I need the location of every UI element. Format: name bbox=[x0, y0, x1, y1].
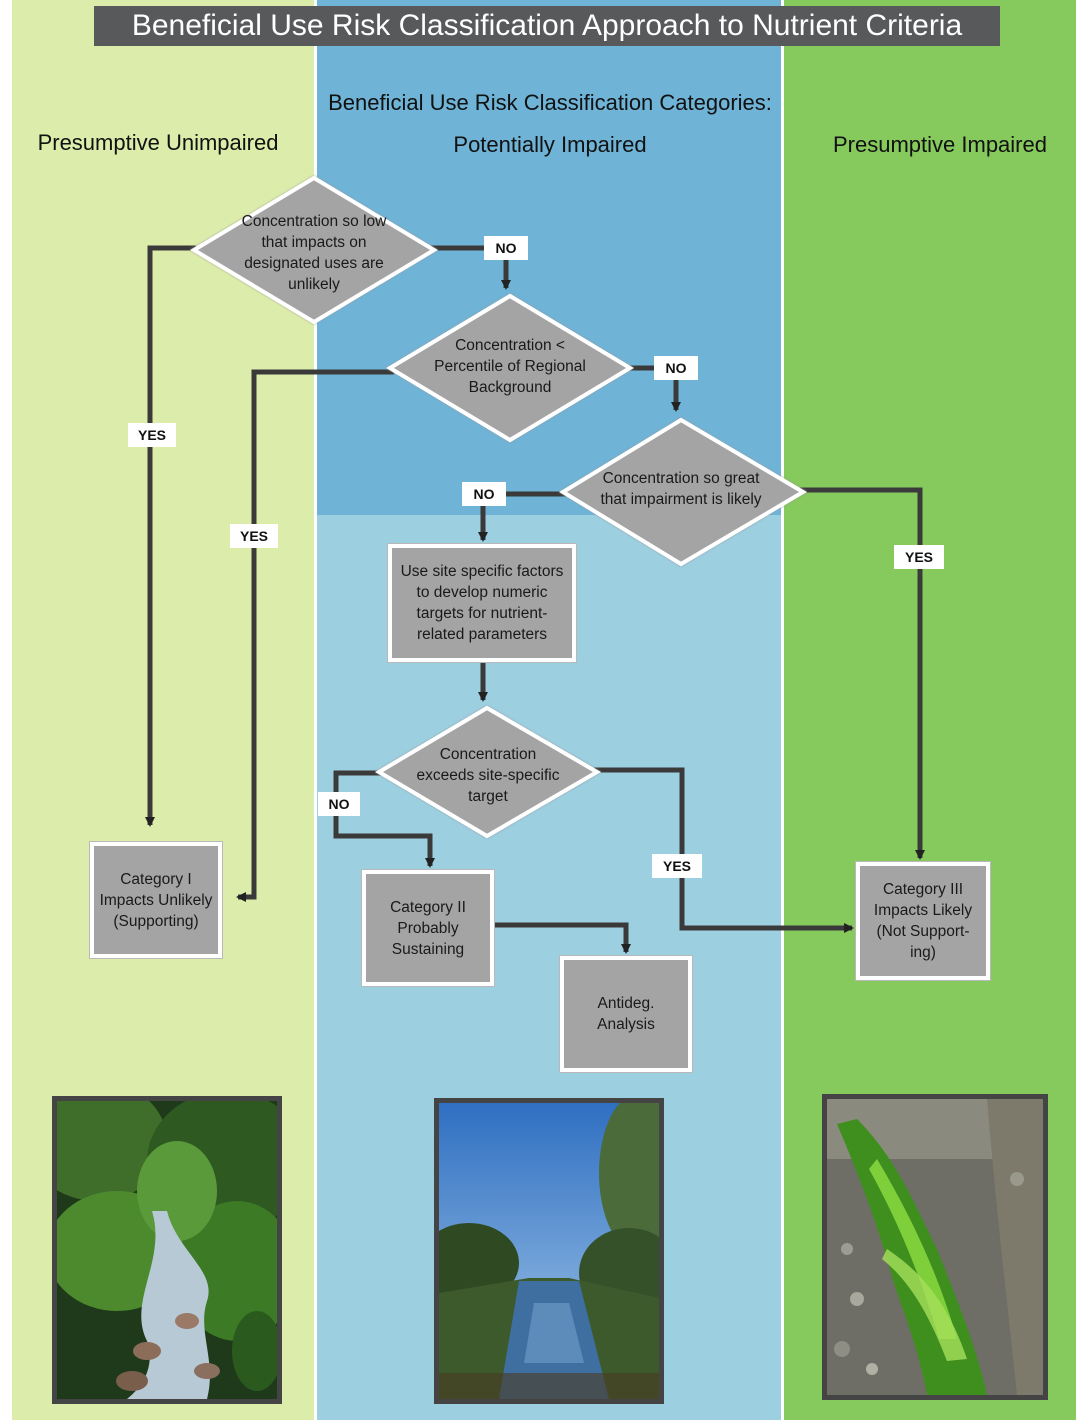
decision-diamond-site-specific-target bbox=[375, 705, 601, 839]
decision-diamond-impairment-likely bbox=[559, 417, 807, 567]
edge-label-yes: YES bbox=[652, 854, 702, 878]
decision-diamond-low-impact bbox=[190, 175, 438, 325]
edge-d4-yes bbox=[594, 767, 854, 933]
river-photo bbox=[434, 1098, 664, 1404]
antidegradation-analysis-box: Antideg. Analysis bbox=[560, 956, 692, 1072]
edge-d1-yes bbox=[145, 245, 196, 827]
edge-label-no: NO bbox=[318, 792, 360, 816]
edge-label-no: NO bbox=[484, 236, 528, 260]
column-header-middle: Potentially Impaired bbox=[453, 132, 647, 157]
mountain-stream-photo bbox=[52, 1096, 282, 1404]
edge-d3-yes bbox=[800, 487, 925, 860]
column-header-right: Presumptive Impaired bbox=[833, 132, 1047, 157]
algae-stream-photo bbox=[822, 1094, 1048, 1400]
edge-label-yes: YES bbox=[894, 545, 944, 569]
edge-label-yes: YES bbox=[230, 524, 278, 548]
column-divider bbox=[314, 0, 317, 1420]
categories-heading: Beneficial Use Risk Classification Categ… bbox=[328, 90, 772, 115]
category-3-box: Category III Impacts Likely (Not Support… bbox=[856, 862, 990, 980]
site-specific-factors-box: Use site specific factors to develop num… bbox=[388, 544, 576, 662]
decision-site-specific-target-text: Concentration exceeds site-specific targ… bbox=[416, 745, 560, 805]
edge-label-yes: YES bbox=[128, 423, 176, 447]
page-title: Beneficial Use Risk Classification Appro… bbox=[94, 6, 1000, 46]
edge-d2-yes bbox=[236, 369, 394, 902]
category-1-box: Category I Impacts Unlikely (Supporting) bbox=[90, 842, 222, 958]
edge-cat2-to-antideg bbox=[492, 922, 631, 954]
edge-d4-no bbox=[333, 770, 435, 868]
column-header-left: Presumptive Unimpaired bbox=[37, 130, 279, 155]
edge-label-no: NO bbox=[654, 356, 698, 380]
decision-impairment-likely-text: Concentration so great that impairment i… bbox=[600, 470, 762, 508]
column-divider bbox=[781, 0, 784, 1420]
decision-low-impact-text: Concentration so low that impacts on des… bbox=[241, 213, 387, 293]
category-2-box: Category II Probably Sustaining bbox=[362, 870, 494, 986]
edge-label-no: NO bbox=[462, 482, 506, 506]
decision-diamond-regional-background bbox=[386, 293, 634, 443]
decision-regional-background-text: Concentration < Percentile of Regional B… bbox=[434, 336, 586, 396]
